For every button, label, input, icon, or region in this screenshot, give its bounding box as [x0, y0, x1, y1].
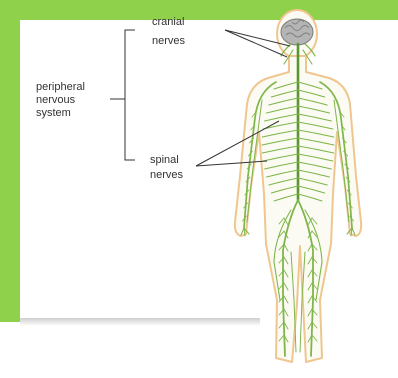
pns-label-line2: nervous [36, 94, 76, 106]
spinal-nerves-label-line1: spinal [150, 154, 179, 166]
cranial-nerves-label-line1: cranial [152, 16, 184, 28]
cranial-nerves-label-line2: nerves [152, 35, 186, 47]
spinal-leader-lower [196, 161, 267, 166]
pns-bracket [125, 30, 135, 160]
pns-label-line1: peripheral [36, 81, 85, 93]
spinal-nerves-label-line2: nerves [150, 169, 184, 181]
pns-label-line3: system [36, 107, 71, 119]
brain-icon [281, 19, 313, 45]
